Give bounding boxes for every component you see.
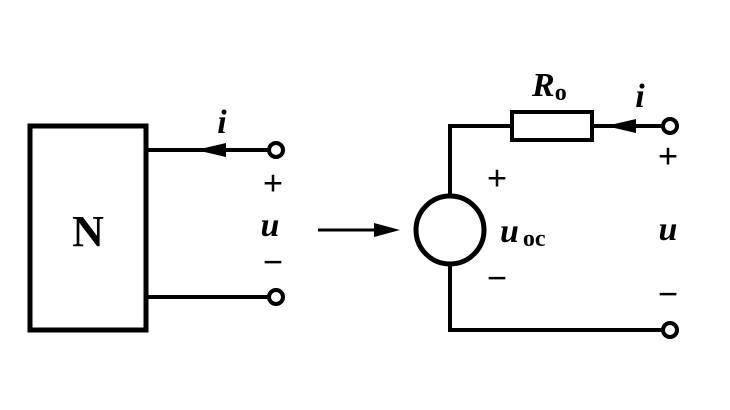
- source-minus-sign: −: [487, 258, 508, 298]
- left-current-arrow: [196, 143, 226, 157]
- terminal-voltage-label: u: [659, 211, 678, 248]
- source-label-sub: oc: [523, 226, 546, 252]
- source-label-main: u: [500, 213, 519, 250]
- terminal-minus-sign: −: [658, 274, 679, 314]
- left-top-terminal: [267, 141, 285, 159]
- right-current-arrow: [606, 119, 636, 133]
- equivalence-arrow-head: [374, 223, 400, 237]
- left-bottom-terminal: [267, 288, 285, 306]
- voltage-source: [413, 193, 487, 267]
- left-current-label: i: [217, 104, 227, 141]
- resistor-label-main: R: [531, 67, 555, 104]
- right-current-label: i: [635, 78, 645, 115]
- resistor-label: Ro: [531, 67, 567, 106]
- network-block-label: N: [72, 207, 104, 256]
- network-block: [27, 123, 149, 333]
- left-voltage-label: u: [261, 207, 280, 244]
- source-plus-sign: +: [487, 158, 508, 198]
- resistor: [510, 110, 594, 142]
- resistor-label-sub: o: [555, 80, 567, 106]
- terminal-plus-sign: +: [658, 136, 679, 176]
- right-bottom-terminal: [661, 321, 679, 339]
- left-minus-sign: −: [263, 242, 284, 282]
- right-top-terminal: [661, 117, 679, 135]
- left-plus-sign: +: [263, 163, 284, 203]
